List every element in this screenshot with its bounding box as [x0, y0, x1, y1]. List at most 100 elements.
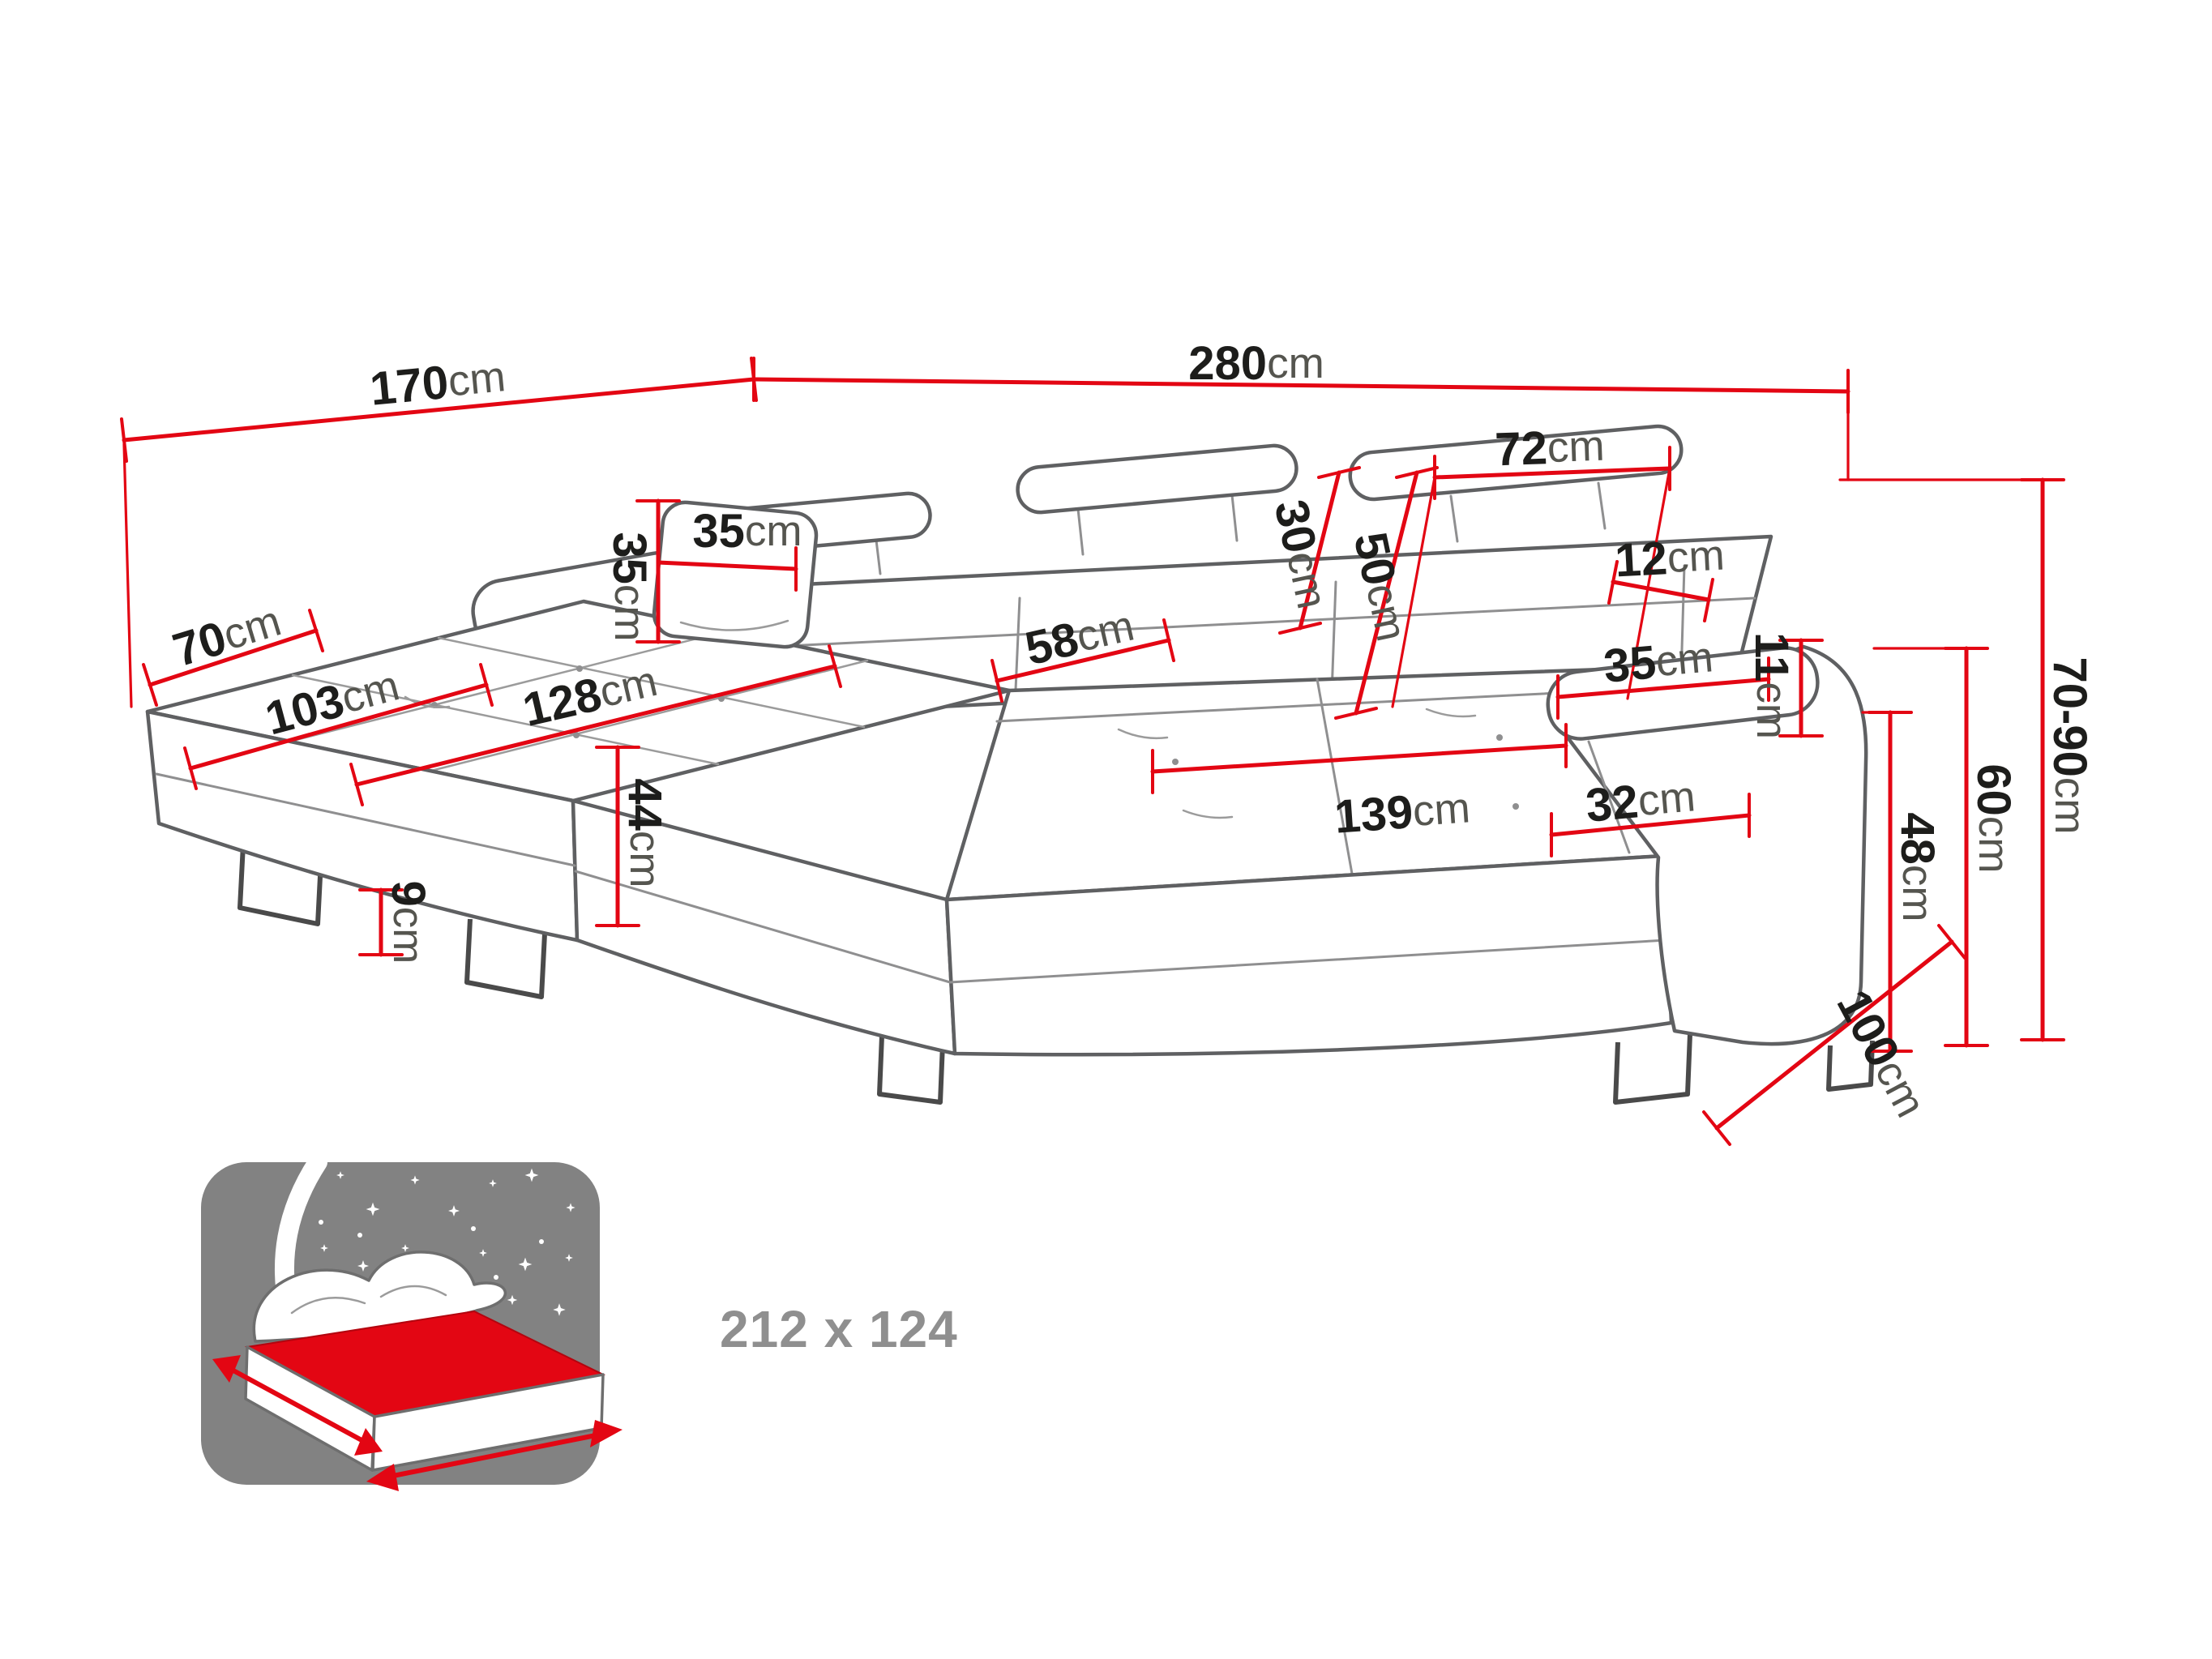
- dim-value: 11: [1746, 632, 1799, 682]
- dimension-leg-height-9: 9cm: [358, 881, 435, 964]
- arrow-head: [354, 1428, 383, 1456]
- dim-value: 9: [383, 881, 435, 907]
- dim-unit: cm: [1636, 772, 1697, 825]
- dimension-headrest-height-30: 30cm: [1264, 466, 1361, 635]
- dim-line: [148, 628, 319, 687]
- bed-icon: [201, 1152, 623, 1491]
- dim-label-44cm: 44cm: [619, 778, 672, 887]
- bedding-creases: [290, 1285, 447, 1315]
- dim-unit: cm: [1666, 531, 1726, 582]
- dim-value: 35: [1602, 635, 1658, 692]
- dimension-backrest-height-50: 50cm: [1334, 466, 1439, 720]
- leg-chaise-mid: [464, 918, 547, 999]
- dim-tick: [1778, 639, 1824, 738]
- dim-line: [656, 560, 798, 571]
- dim-value: 70-90: [2044, 657, 2097, 777]
- dim-value: 35: [692, 505, 745, 558]
- dim-unit: cm: [1358, 579, 1416, 645]
- dim-label-12cm: 12cm: [1614, 528, 1726, 587]
- dim-unit: cm: [385, 907, 433, 964]
- tuft-dot: [718, 695, 725, 702]
- tuft-dot: [576, 665, 583, 672]
- dim-unit: cm: [1894, 865, 1942, 922]
- arrow-length-line: [230, 1367, 365, 1443]
- star-dot: [539, 1239, 544, 1244]
- dim-unit: cm: [745, 507, 802, 555]
- dim-label-58cm: 58cm: [1020, 599, 1139, 675]
- dim-tick: [752, 357, 1850, 414]
- dimension-pillow-height-35: 35cm: [604, 498, 681, 644]
- arrow-width-line: [388, 1432, 601, 1479]
- dim-unit: cm: [1267, 340, 1324, 387]
- dim-label-60cm: 60cm: [1968, 763, 2021, 873]
- leg-corner: [877, 1035, 945, 1105]
- arrow-head: [366, 1464, 399, 1491]
- dim-label-70-90cm: 70-90cm: [2044, 657, 2097, 835]
- dim-value: 170: [368, 355, 451, 415]
- star-dot: [357, 1233, 362, 1238]
- dim-line: [354, 664, 837, 787]
- dim-label-35cm-armrest: 35cm: [1602, 631, 1715, 693]
- dim-unit: cm: [622, 831, 670, 888]
- dim-label-9cm: 9cm: [383, 881, 435, 964]
- dim-unit: cm: [1748, 682, 1796, 739]
- dim-value: 35: [604, 532, 657, 584]
- dim-label-35cm-pillow-h: 35cm: [604, 532, 657, 641]
- dim-tick: [358, 888, 404, 956]
- dim-line: [1714, 939, 1954, 1131]
- pillow-crease: [679, 619, 789, 631]
- tuft-dot: [1512, 803, 1519, 810]
- dim-tick: [635, 499, 681, 644]
- armrest-right-pad: [1546, 646, 1820, 741]
- sleeping-area-size: 212 x 124: [720, 1300, 958, 1358]
- dim-value: 139: [1333, 785, 1414, 844]
- tuft-dot: [1496, 734, 1503, 741]
- dim-tick: [1550, 793, 1751, 857]
- dim-line: [1555, 677, 1771, 699]
- dim-line: [995, 638, 1171, 683]
- dimension-armrest-depth-35: 35cm: [1555, 631, 1771, 720]
- dim-label-32cm: 32cm: [1584, 770, 1697, 832]
- dim-value: 280: [1188, 337, 1267, 390]
- star-dot: [471, 1226, 476, 1231]
- dimension-headrest-width-72: 72cm: [1391, 419, 1672, 708]
- dim-tick: [1607, 560, 1714, 622]
- dimension-headrest-thickness-12: 12cm: [1607, 528, 1726, 622]
- chaise-front-left-face: [145, 709, 580, 943]
- dim-label-72cm: 72cm: [1494, 419, 1605, 476]
- dim-unit: cm: [446, 353, 507, 406]
- dimension-armrest-total-height-48: 48cm: [1861, 710, 1945, 1054]
- dim-unit: cm: [606, 584, 654, 642]
- dim-label-100cm: 100cm: [1827, 981, 1937, 1126]
- star-dot: [319, 1220, 323, 1225]
- dimension-seat-depth-58: 58cm: [990, 599, 1175, 703]
- chaise-tufting: [288, 630, 869, 772]
- dim-value: 50: [1344, 528, 1406, 590]
- dim-line: [1432, 466, 1672, 480]
- dim-line: [1150, 743, 1568, 774]
- dim-line: [751, 377, 1850, 394]
- dim-tick: [142, 609, 324, 707]
- dim-tick: [1556, 656, 1770, 720]
- dim-value: 44: [619, 778, 672, 831]
- dim-value: 32: [1584, 775, 1641, 832]
- front-apron: [944, 853, 1674, 1057]
- mattress-arrows: [212, 1355, 623, 1491]
- dim-label-11cm: 11cm: [1746, 632, 1799, 739]
- dim-tick: [1151, 723, 1568, 794]
- dim-label-170cm: 170cm: [368, 350, 508, 416]
- dim-unit: cm: [1278, 547, 1337, 613]
- dim-tick: [1868, 711, 1913, 1053]
- dim-line: [1354, 470, 1419, 716]
- dim-line: [1611, 579, 1711, 602]
- star-dot: [494, 1275, 498, 1280]
- dim-label-280cm: 280cm: [1188, 337, 1324, 390]
- tuft-dot: [1172, 759, 1179, 765]
- dim-tick: [1334, 466, 1439, 720]
- dim-tick: [2020, 478, 2065, 1041]
- dim-unit: cm: [217, 596, 286, 659]
- dimension-armrest-width-32: 32cm: [1549, 770, 1752, 857]
- dim-tick: [183, 663, 494, 790]
- dimension-total-width-280: 280cm: [751, 337, 1850, 481]
- dim-value: 12: [1614, 532, 1669, 587]
